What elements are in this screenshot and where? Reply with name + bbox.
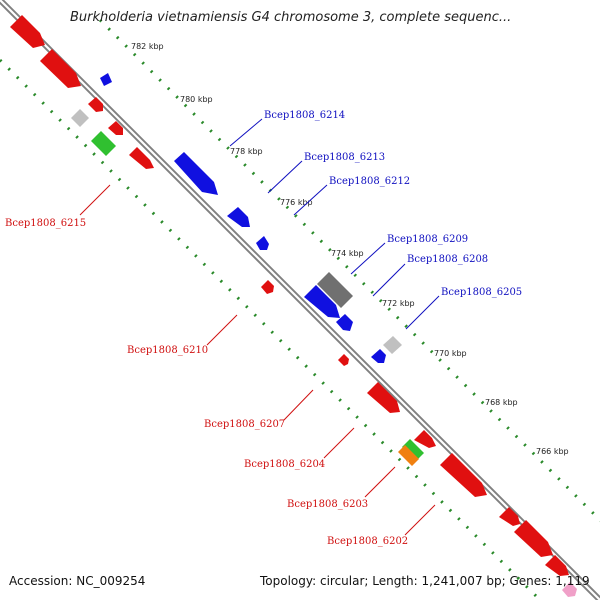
gene-label-forward: Bcep1808_6203 bbox=[287, 499, 368, 510]
gene-arrow-reverse bbox=[336, 314, 353, 331]
tick-label: 768 kbp bbox=[485, 398, 518, 407]
gene-arrow-forward bbox=[514, 520, 553, 557]
gene-labels[interactable]: Bcep1808_6214 Bcep1808_6213 Bcep1808_621… bbox=[5, 110, 522, 547]
gene-label-forward: Bcep1808_6202 bbox=[327, 536, 408, 547]
gene-arrow-orange bbox=[398, 445, 419, 466]
tick-line-inner bbox=[0, 58, 543, 600]
accession-text: Accession: NC_009254 bbox=[9, 574, 146, 588]
gene-arrow-forward bbox=[499, 507, 520, 526]
gene-arrow-forward bbox=[545, 555, 569, 576]
gene-arrow-reverse bbox=[371, 349, 386, 363]
tick-line-outer bbox=[98, 18, 600, 523]
forward-strand-genes[interactable] bbox=[10, 15, 577, 597]
tick-label: 774 kbp bbox=[331, 249, 364, 258]
tick-label: 776 kbp bbox=[280, 198, 313, 207]
gene-arrow-forward bbox=[414, 430, 436, 448]
gene-arrow-dark bbox=[317, 272, 353, 308]
map-title: Burkholderia vietnamiensis G4 chromosome… bbox=[70, 10, 512, 25]
gene-arrow-reverse bbox=[227, 207, 250, 227]
tick-label: 766 kbp bbox=[536, 447, 569, 456]
gene-label-forward: Bcep1808_6215 bbox=[5, 218, 86, 229]
reverse-strand-genes[interactable] bbox=[100, 73, 402, 363]
tick-labels: 782 kbp 780 kbp 778 kbp 776 kbp 774 kbp … bbox=[131, 42, 569, 456]
gene-label-reverse: Bcep1808_6205 bbox=[441, 287, 522, 298]
gene-arrow-pink bbox=[562, 582, 577, 597]
gene-arrow-rna bbox=[91, 131, 116, 156]
gene-arrow-reverse bbox=[256, 236, 269, 250]
gene-label-reverse: Bcep1808_6208 bbox=[407, 254, 488, 265]
gene-arrow-forward bbox=[10, 15, 45, 48]
gene-arrow-rna bbox=[402, 439, 424, 461]
tick-label: 780 kbp bbox=[180, 95, 213, 104]
gene-arrow-reverse bbox=[304, 285, 340, 318]
gene-label-reverse: Bcep1808_6213 bbox=[304, 152, 385, 163]
gene-arrow-forward bbox=[129, 147, 154, 169]
gene-arrow-forward bbox=[88, 97, 103, 112]
tick-label: 778 kbp bbox=[230, 147, 263, 156]
gene-label-forward: Bcep1808_6207 bbox=[204, 419, 285, 430]
gene-arrow-forward bbox=[338, 354, 349, 366]
gene-arrow-reverse bbox=[100, 73, 112, 86]
gene-arrow-forward bbox=[367, 382, 400, 413]
gene-arrow-forward bbox=[440, 453, 487, 497]
gene-arrow-reverse bbox=[174, 152, 218, 195]
gene-arrow-forward bbox=[40, 49, 81, 88]
gene-arrow-other bbox=[71, 109, 89, 127]
gene-label-forward: Bcep1808_6204 bbox=[244, 459, 325, 470]
gene-arrow-other bbox=[383, 336, 402, 354]
tick-label: 770 kbp bbox=[434, 349, 467, 358]
tick-label: 772 kbp bbox=[382, 299, 415, 308]
gene-arrow-forward bbox=[261, 280, 274, 294]
gene-arrow-forward bbox=[108, 121, 123, 135]
gene-label-reverse: Bcep1808_6214 bbox=[264, 110, 345, 121]
gene-label-reverse: Bcep1808_6212 bbox=[329, 176, 410, 187]
gene-label-reverse: Bcep1808_6209 bbox=[387, 234, 468, 245]
tick-label: 782 kbp bbox=[131, 42, 164, 51]
topology-text: Topology: circular; Length: 1,241,007 bp… bbox=[260, 574, 590, 588]
tick-lines bbox=[0, 18, 600, 600]
gene-label-forward: Bcep1808_6210 bbox=[127, 345, 208, 356]
label-leader-lines bbox=[79, 118, 440, 536]
